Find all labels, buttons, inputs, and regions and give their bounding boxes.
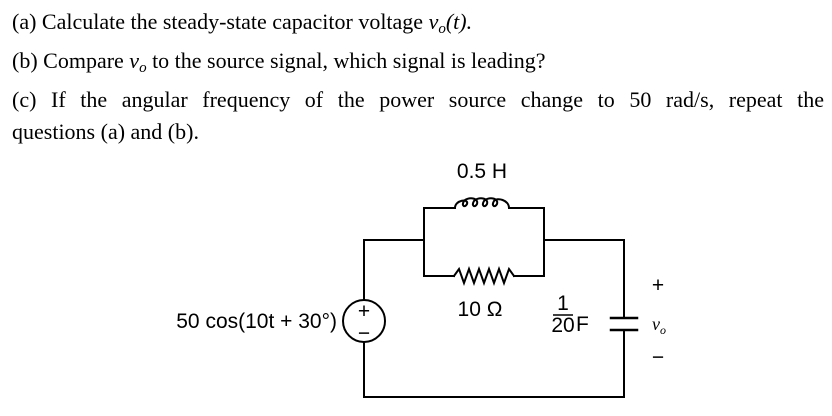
capacitor-denominator: 20	[551, 314, 574, 337]
inductor-label: 0.5 H	[457, 160, 507, 183]
capacitor-numerator: 1	[557, 292, 569, 315]
source-minus-sign: −	[358, 322, 370, 345]
wire-left-top	[363, 239, 425, 300]
resistor-zigzag	[452, 266, 516, 286]
resistor-label: 10 Ω	[458, 298, 503, 321]
question-part-c-line2: questions (a) and (b).	[12, 119, 199, 144]
vo-plus-sign: +	[652, 274, 664, 297]
voltage-source-circle	[342, 299, 386, 343]
question-part-b: (b) Compare vo to the source signal, whi…	[12, 48, 546, 76]
wire-right-top	[543, 239, 625, 319]
question-part-c-line1: (c) If the angular frequency of the powe…	[12, 87, 824, 112]
source-plus-sign: +	[358, 300, 370, 323]
source-label: 50 cos(10t + 30°)	[176, 310, 337, 333]
wire-left-bottom	[363, 329, 625, 398]
vo-symbol: vo	[129, 48, 147, 76]
capacitor-unit: F	[576, 313, 589, 336]
question-text: (a) Calculate the steady-state capacitor…	[12, 6, 824, 148]
question-part-a: (a) Calculate the steady-state capacitor…	[12, 9, 473, 37]
vo-symbol: vo	[428, 9, 446, 37]
vo-label: vo	[652, 314, 666, 337]
inductor-coil	[453, 197, 511, 210]
vo-minus-sign: −	[652, 346, 664, 369]
